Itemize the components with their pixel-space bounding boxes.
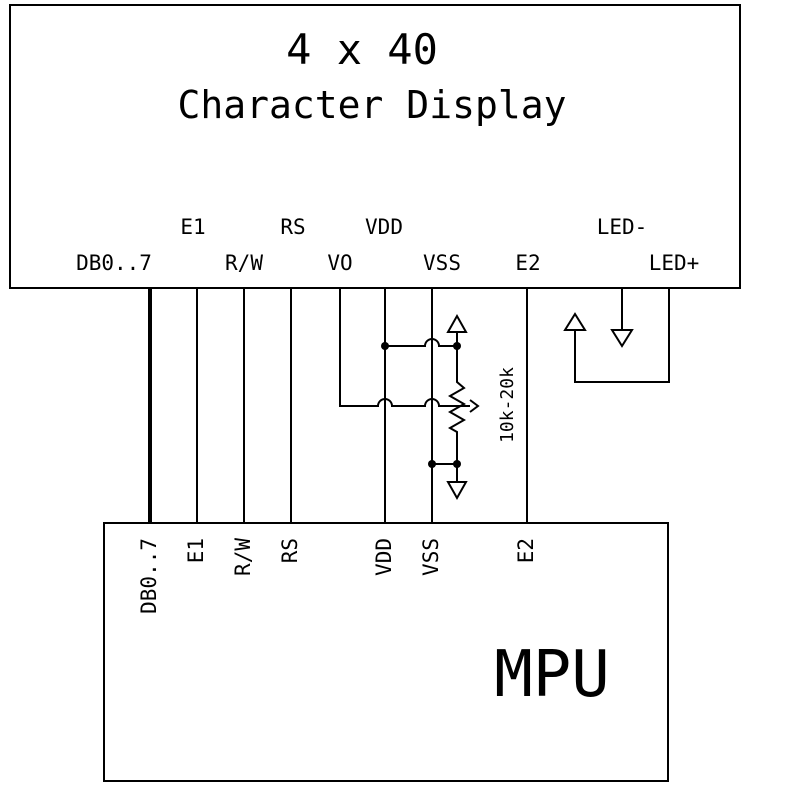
lcd-module-box bbox=[9, 4, 741, 289]
potentiometer-icon bbox=[447, 346, 467, 464]
mpu-pin-e1-label: E1 bbox=[184, 538, 208, 563]
junction-dot-icon bbox=[381, 342, 389, 350]
junction-dot-icon bbox=[428, 460, 436, 468]
supply-arrow-icon bbox=[446, 313, 468, 333]
ground-arrow-icon bbox=[446, 481, 468, 501]
lcd-pin-led-plus-label: LED+ bbox=[649, 251, 700, 275]
mpu-title: MPU bbox=[494, 638, 610, 712]
lcd-pin-vo-label: VO bbox=[327, 251, 352, 275]
lcd-pin-rs-label: RS bbox=[280, 215, 305, 239]
lcd-pin-rw-label: R/W bbox=[225, 251, 263, 275]
lcd-pin-e2-label: E2 bbox=[515, 251, 540, 275]
wire-vdd-to-pot bbox=[385, 338, 457, 347]
mpu-pin-vss-label: VSS bbox=[419, 538, 443, 576]
mpu-pin-db-label: DB0..7 bbox=[137, 538, 161, 614]
mpu-pin-rs-label: RS bbox=[278, 538, 302, 563]
ground-arrow-icon bbox=[610, 329, 634, 348]
lcd-pin-e1-label: E1 bbox=[180, 215, 205, 239]
lcd-title: 4 x 40 bbox=[286, 25, 438, 74]
lcd-pin-vdd-label: VDD bbox=[365, 215, 403, 239]
pot-value-label: 10k-20k bbox=[497, 367, 518, 443]
mpu-pin-vdd-label: VDD bbox=[372, 538, 396, 576]
wire-vo-to-wiper bbox=[339, 288, 470, 407]
wiper-arrow-icon bbox=[469, 399, 480, 413]
wire-led-plus bbox=[574, 288, 670, 383]
lcd-subtitle: Character Display bbox=[178, 83, 567, 127]
mpu-pin-e2-label: E2 bbox=[514, 538, 538, 563]
mpu-box bbox=[103, 522, 669, 782]
lcd-pin-vss-label: VSS bbox=[423, 251, 461, 275]
supply-arrow-icon bbox=[563, 312, 587, 331]
mpu-pin-rw-label: R/W bbox=[231, 538, 255, 576]
lcd-pin-db-label: DB0..7 bbox=[76, 251, 152, 275]
lcd-pin-led-minus-label: LED- bbox=[597, 215, 648, 239]
